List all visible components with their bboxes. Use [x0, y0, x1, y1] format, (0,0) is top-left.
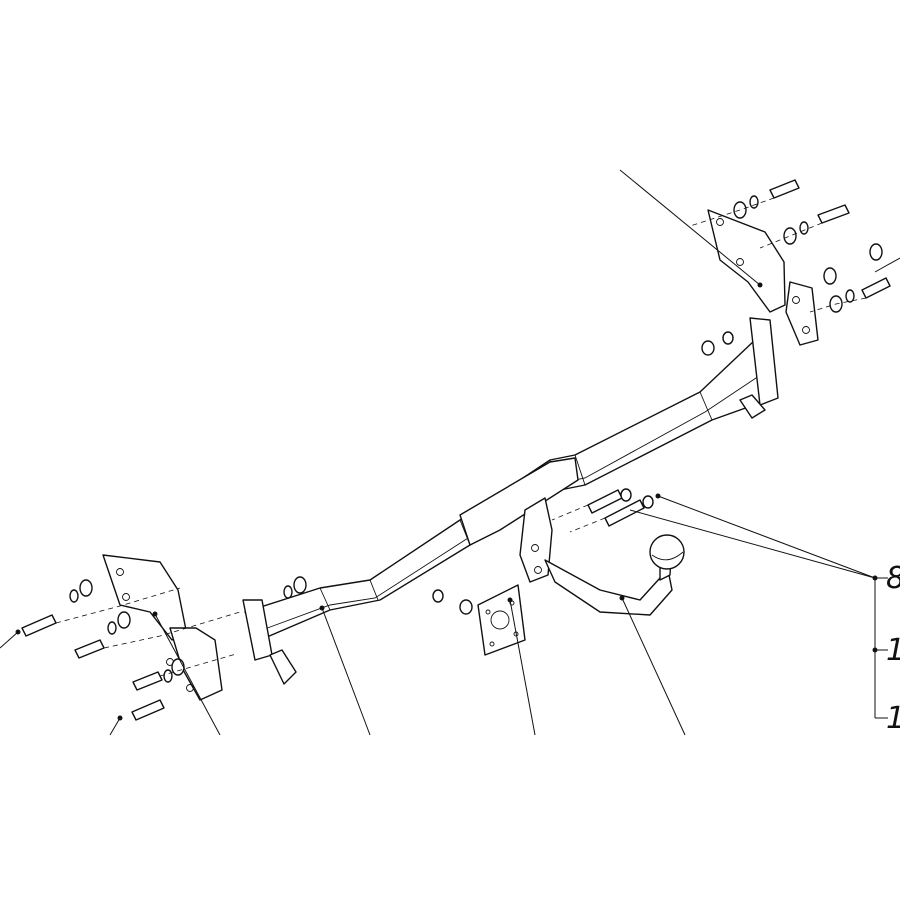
callout-2: 1 [886, 633, 900, 668]
right-mounting-bracket [707, 209, 819, 346]
callout-3: 1 [886, 701, 900, 736]
callout-1: 8 [886, 561, 900, 596]
leader-lines [0, 169, 900, 736]
tow-ball-arm [519, 497, 685, 616]
left-bolt-set [21, 576, 307, 721]
left-mounting-bracket [102, 554, 223, 701]
socket-plate [432, 584, 526, 656]
arm-bolts [551, 488, 654, 533]
callout-labels: 8 1 1 [886, 561, 900, 736]
right-bolt-set [689, 179, 891, 356]
crossbar-beam [242, 317, 779, 685]
